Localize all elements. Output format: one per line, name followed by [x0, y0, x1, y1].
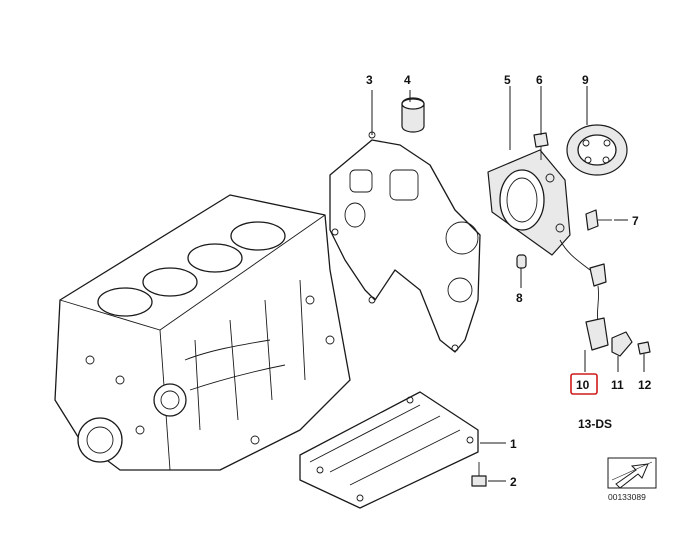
callout-labels: 1 2 3 4 5 6 7 8 9 10 11 12	[366, 73, 652, 489]
part-9-tone-wheel	[566, 124, 628, 176]
part-3-gasket	[329, 131, 481, 353]
callout-7: 7	[632, 214, 639, 228]
callout-12: 12	[638, 378, 652, 392]
leader-lines	[371, 86, 645, 482]
callout-11: 11	[611, 378, 624, 392]
part-12-screw	[637, 341, 651, 355]
callout-2: 2	[510, 475, 517, 489]
part-8-dowel	[516, 254, 527, 269]
part-2-bolt	[471, 462, 487, 487]
cylinder-bore-1	[97, 287, 153, 317]
diagram-id: 13-DS	[578, 417, 612, 431]
callout-3: 3	[366, 73, 373, 87]
reference-number: 00133089	[608, 492, 646, 502]
part-1-oil-pan	[299, 391, 479, 509]
part-7-bolt	[585, 209, 612, 231]
part-10-sensor	[559, 239, 609, 351]
part-11-bracket	[611, 331, 633, 357]
callout-9: 9	[582, 73, 589, 87]
callout-6: 6	[536, 73, 543, 87]
part-6-bolt	[533, 132, 549, 160]
cylinder-bore-4	[230, 221, 286, 251]
callout-5: 5	[504, 73, 511, 87]
part-5-seal-housing	[487, 149, 571, 256]
callout-4: 4	[404, 73, 411, 87]
callout-10-highlight-box	[570, 373, 598, 395]
arrow-direction-icon	[607, 457, 657, 489]
engine-block	[54, 194, 351, 471]
callout-1: 1	[510, 437, 517, 451]
callout-10: 10	[576, 378, 590, 392]
cylinder-bore-2	[142, 267, 198, 297]
part-4-plug	[401, 97, 425, 133]
callout-8: 8	[516, 291, 523, 305]
cylinder-bore-3	[187, 243, 243, 273]
